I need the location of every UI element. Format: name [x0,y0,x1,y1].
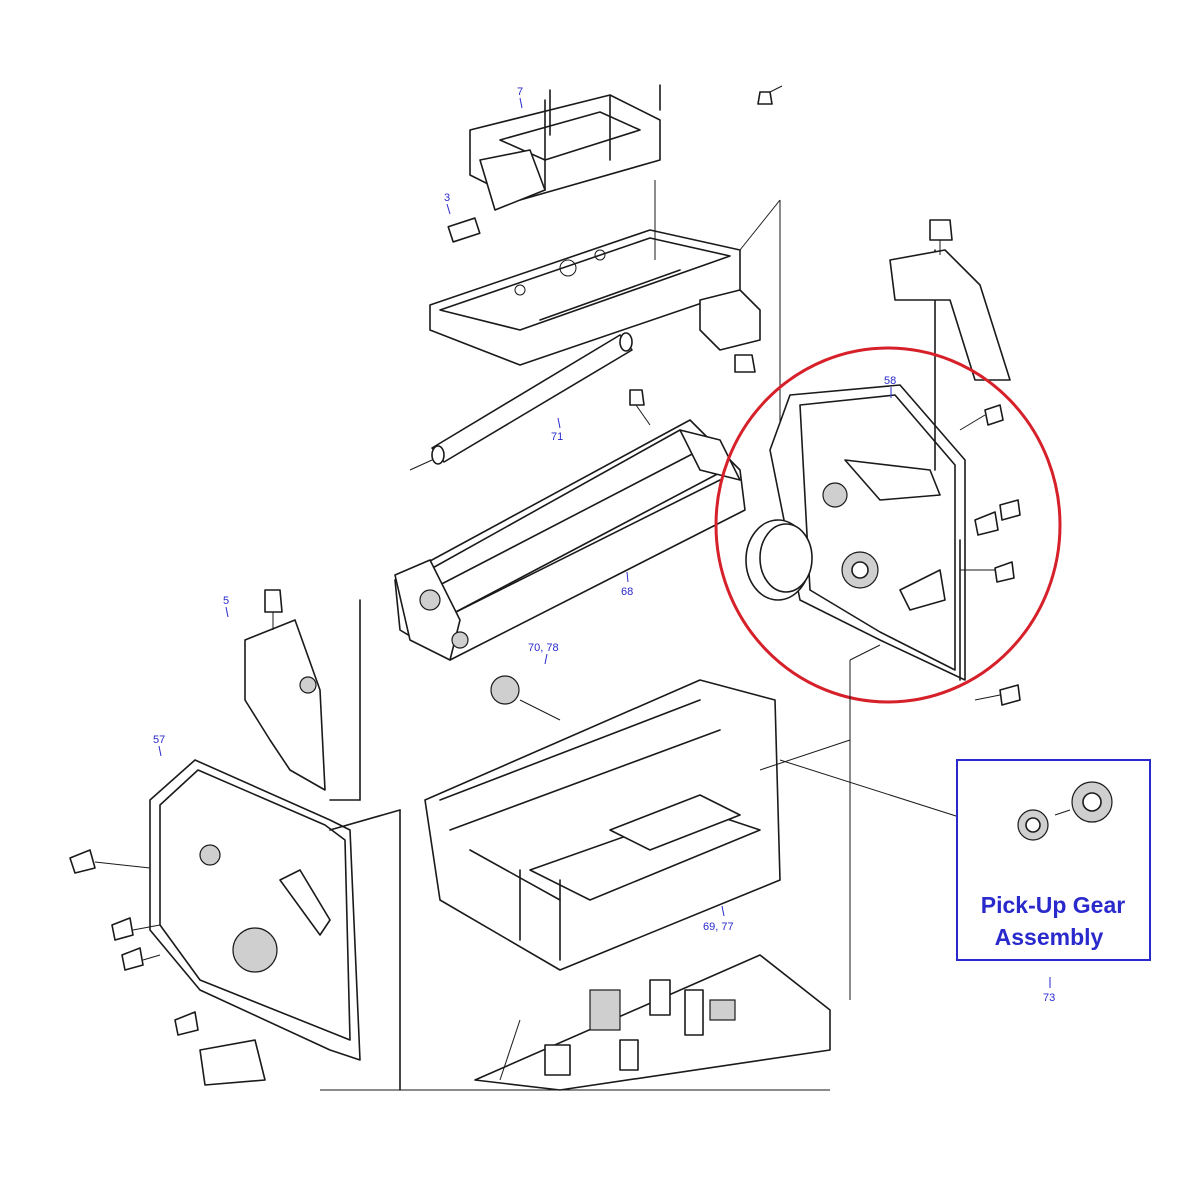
screws-right [959,404,1021,706]
top-right-bracket [889,219,1011,381]
paper-pickup-assembly [424,644,1001,1000]
callout-5: 5 [223,595,229,607]
fuser-assembly [394,389,746,661]
callout-70-78: 70, 78 [528,642,559,654]
inset-title-line1: Pick-Up Gear [981,892,1125,918]
power-supply-board [474,954,831,1091]
inset-title-line2: Assembly [995,924,1104,950]
lever-bracket [244,589,326,791]
callout-57: 57 [153,734,165,746]
pressure-roller [409,332,633,471]
callout-68: 68 [621,586,633,598]
top-scanner-assembly [447,84,783,243]
callout-73: 73 [1043,992,1055,1004]
highlight-circle [714,346,1062,704]
screws-left [69,849,199,1036]
gear-side-plate [745,249,966,681]
callout-58: 58 [884,375,896,387]
callout-labels: 7 3 71 58 68 5 70, 78 57 69, 77 73 [153,86,1055,1004]
callout-69-77: 69, 77 [703,921,734,933]
callout-7: 7 [517,86,523,98]
small-bracket [699,289,761,373]
left-side-plate [149,599,401,1091]
pickup-gear-inset: Pick-Up Gear Assembly [956,759,1151,961]
callout-3: 3 [444,192,450,204]
callout-71: 71 [551,431,563,443]
gear-icon [1017,781,1113,841]
